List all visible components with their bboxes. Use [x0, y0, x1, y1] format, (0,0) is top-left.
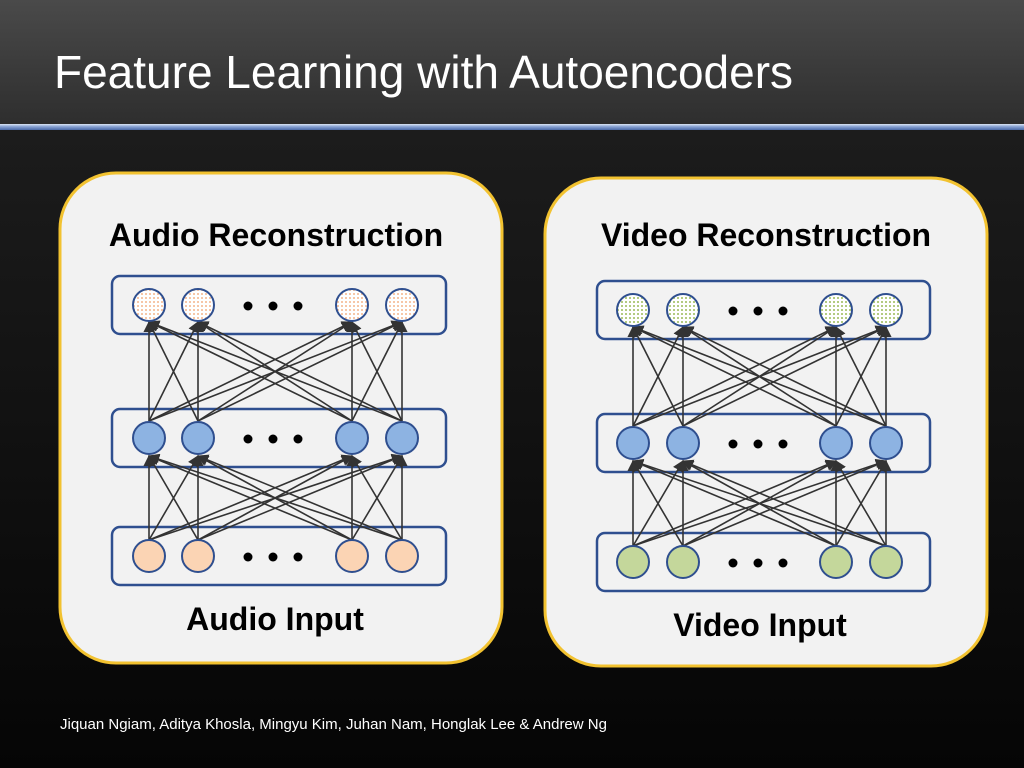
slide-header: Feature Learning with Autoencoders [0, 0, 1024, 124]
video-hidden-node [666, 426, 700, 460]
video-input-node [819, 545, 853, 579]
video-input-label: Video Input [673, 607, 847, 643]
video-hidden-node [869, 426, 903, 460]
video-hidden-node [819, 426, 853, 460]
audio-hidden-nodes [132, 421, 419, 455]
video-reconstruction-label: Video Reconstruction [601, 217, 931, 253]
audio-output-node [335, 288, 369, 322]
audio-reconstruction-label: Audio Reconstruction [109, 217, 443, 253]
audio-input-node [181, 539, 215, 573]
video-output-layer [595, 279, 932, 341]
audio-ellipsis [243, 301, 303, 562]
audio-output-layer [110, 274, 448, 336]
video-output-node [869, 293, 903, 327]
video-panel: Video Reconstruction [543, 176, 989, 668]
video-ellipsis [728, 306, 788, 568]
video-output-node [616, 293, 650, 327]
audio-edges-input-to-hidden [143, 453, 408, 541]
author-credit: Jiquan Ngiam, Aditya Khosla, Mingyu Kim,… [60, 716, 607, 733]
video-input-layer [595, 531, 932, 593]
video-hidden-nodes [616, 426, 903, 460]
audio-output-node [132, 288, 166, 322]
video-hidden-node [616, 426, 650, 460]
audio-hidden-node [385, 421, 419, 455]
audio-output-nodes [132, 288, 419, 322]
video-output-node [666, 293, 700, 327]
video-input-nodes [616, 545, 903, 579]
audio-input-label: Audio Input [186, 601, 364, 637]
video-edges-hidden-to-output [627, 325, 892, 427]
audio-edges-hidden-to-output [143, 320, 408, 422]
audio-input-nodes [132, 539, 419, 573]
audio-panel: Audio Reconstruction [58, 171, 504, 665]
video-input-node [616, 545, 650, 579]
title-divider [0, 124, 1024, 130]
audio-hidden-node [132, 421, 166, 455]
audio-input-layer [110, 525, 448, 587]
audio-input-node [335, 539, 369, 573]
video-hidden-layer [595, 412, 932, 474]
video-output-node [819, 293, 853, 327]
slide-title: Feature Learning with Autoencoders [54, 46, 794, 98]
video-input-node [666, 545, 700, 579]
video-edges-input-to-hidden [627, 458, 892, 547]
video-input-node [869, 545, 903, 579]
audio-hidden-node [181, 421, 215, 455]
video-output-nodes [616, 293, 903, 327]
audio-output-node [181, 288, 215, 322]
audio-input-node [132, 539, 166, 573]
audio-output-node [385, 288, 419, 322]
audio-hidden-layer [110, 407, 448, 469]
audio-input-node [385, 539, 419, 573]
audio-hidden-node [335, 421, 369, 455]
